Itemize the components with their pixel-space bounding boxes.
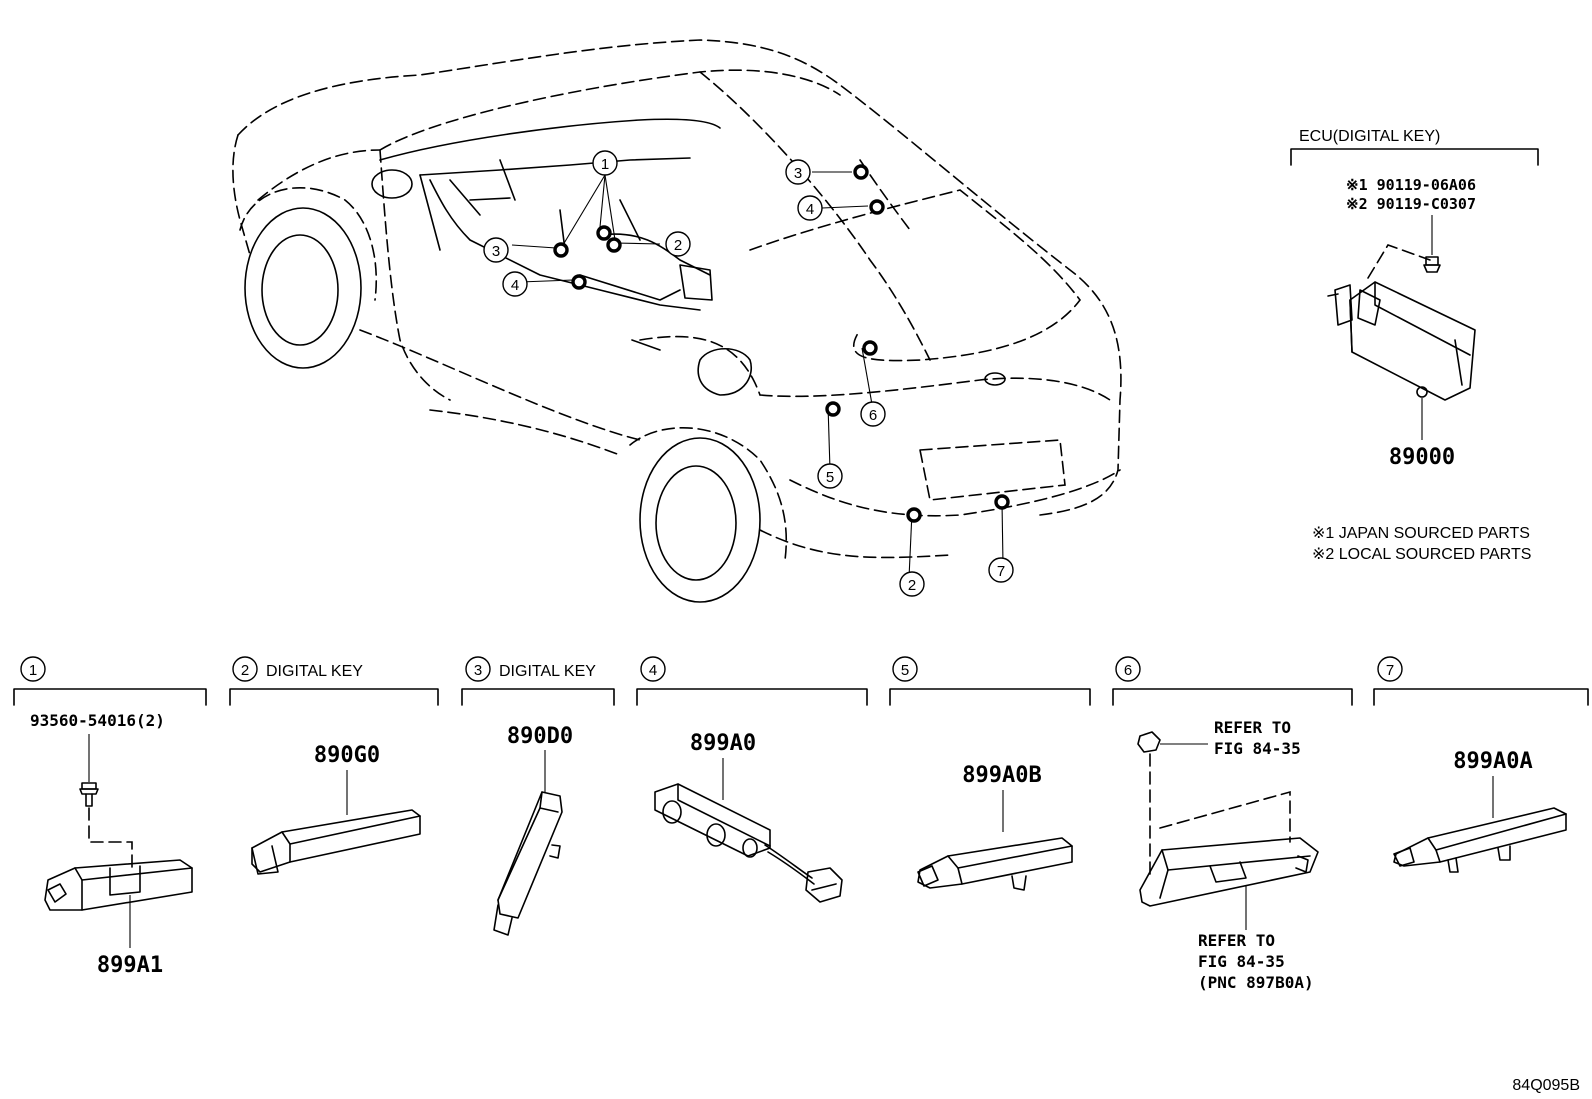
car-sensor-locations xyxy=(553,164,1010,523)
ecu-bolt-1: ※1 90119-06A06 xyxy=(1346,176,1476,194)
callout-3-label: 3 xyxy=(492,243,500,260)
section-7-header: 7 xyxy=(1373,656,1589,706)
bolt-icon xyxy=(79,782,99,807)
section-1-part-number: 899A1 xyxy=(97,953,163,978)
section-3-part-number: 890D0 xyxy=(507,724,573,749)
ecu-header: ECU(DIGITAL KEY) xyxy=(1299,128,1440,145)
sensor-dot xyxy=(825,401,841,417)
callout-6-label: 6 xyxy=(869,407,877,424)
vehicle-illustration xyxy=(232,39,1122,603)
section-6-header: 6 xyxy=(1112,656,1353,706)
ecu-bracket xyxy=(1290,148,1539,166)
section-7-part: 899A0A xyxy=(1393,749,1567,873)
section-6-number: 6 xyxy=(1124,662,1132,679)
callout-2b: 2 xyxy=(899,571,925,597)
callout-2b-label: 2 xyxy=(908,577,916,594)
bracket-module-icon xyxy=(1139,837,1319,930)
section-2-part-number: 890G0 xyxy=(314,743,380,768)
antenna-sensor-icon xyxy=(1393,807,1567,873)
antenna-sensor-icon xyxy=(44,859,193,948)
sourcing-notes: ※1 JAPAN SOURCED PARTS ※2 LOCAL SOURCED … xyxy=(1312,525,1531,563)
section-3-header: 3 DIGITAL KEY xyxy=(461,656,615,706)
section-2-number: 2 xyxy=(241,662,249,679)
sensor-dot xyxy=(862,340,878,356)
clip-icon xyxy=(1137,731,1208,753)
bolt-icon xyxy=(1423,215,1441,273)
ecu-part-number: 89000 xyxy=(1389,445,1455,470)
figure-id: 84Q095B xyxy=(1512,1077,1580,1094)
section-5-part: 899A0B xyxy=(917,763,1073,891)
callout-4b: 4 xyxy=(797,195,823,221)
sensor-dot xyxy=(553,242,569,258)
section-3-number: 3 xyxy=(474,662,482,679)
car-callouts: 1 2 3 4 3 4 6 5 2 7 xyxy=(483,150,1014,597)
callout-3b: 3 xyxy=(785,159,811,185)
section-5-part-number: 899A0B xyxy=(962,763,1041,788)
callout-7: 7 xyxy=(988,557,1014,583)
callout-5-label: 5 xyxy=(826,469,834,486)
section-2-header: 2 DIGITAL KEY xyxy=(229,656,439,706)
section-6-ref-bottom-2: FIG 84-35 xyxy=(1198,952,1285,971)
ecu-group: ECU(DIGITAL KEY) ※1 90119-06A06 ※2 90119… xyxy=(1290,128,1539,470)
section-2-part: 890G0 xyxy=(251,743,421,875)
callout-3: 3 xyxy=(483,237,509,263)
callout-4b-label: 4 xyxy=(806,201,814,218)
wired-sensor-icon xyxy=(654,783,843,903)
sensor-dot xyxy=(853,164,869,180)
callout-7-label: 7 xyxy=(997,563,1005,580)
ecu-module-icon xyxy=(1327,244,1476,440)
sensor-dot xyxy=(606,237,622,253)
section-7-part-number: 899A0A xyxy=(1453,749,1532,774)
sensor-dot xyxy=(869,199,885,215)
sensor-dot xyxy=(906,507,922,523)
sensor-dot xyxy=(994,494,1010,510)
section-4-part: 899A0 xyxy=(654,731,843,903)
section-6-ref-top-1: REFER TO xyxy=(1214,718,1291,737)
callout-1-label: 1 xyxy=(601,156,609,173)
section-1-number: 1 xyxy=(29,662,37,679)
note-2: ※2 LOCAL SOURCED PARTS xyxy=(1312,546,1531,563)
callout-4: 4 xyxy=(502,271,528,297)
section-4-header: 4 xyxy=(636,656,868,706)
section-3-title: DIGITAL KEY xyxy=(499,663,596,680)
section-4-part-number: 899A0 xyxy=(690,731,756,756)
callout-2: 2 xyxy=(665,231,691,257)
callout-4-label: 4 xyxy=(511,277,519,294)
section-6-part: REFER TO FIG 84-35 REFER TO FIG 84-35 (P… xyxy=(1137,718,1319,992)
antenna-sensor-icon xyxy=(917,837,1073,891)
section-3-part: 890D0 xyxy=(493,724,573,936)
sensor-dot xyxy=(596,225,612,241)
section-5-number: 5 xyxy=(901,662,909,679)
digital-key-sensor-icon xyxy=(493,791,563,936)
section-2-title: DIGITAL KEY xyxy=(266,663,363,680)
callout-2-label: 2 xyxy=(674,237,682,254)
ecu-bolt-2: ※2 90119-C0307 xyxy=(1346,195,1476,213)
section-7-number: 7 xyxy=(1386,662,1394,679)
callout-1: 1 xyxy=(592,150,618,176)
callout-3b-label: 3 xyxy=(794,165,802,182)
section-1-header: 1 xyxy=(13,656,207,706)
section-6-ref-bottom-3: (PNC 897B0A) xyxy=(1198,973,1314,992)
callout-6: 6 xyxy=(860,401,886,427)
sensor-dot xyxy=(571,274,587,290)
digital-key-antenna-icon xyxy=(251,809,421,875)
section-6-ref-top-2: FIG 84-35 xyxy=(1214,739,1301,758)
section-5-header: 5 xyxy=(889,656,1091,706)
section-1-part: 93560-54016(2) 899A1 xyxy=(30,711,193,978)
note-1: ※1 JAPAN SOURCED PARTS xyxy=(1312,525,1530,542)
callout-5: 5 xyxy=(817,463,843,489)
section-6-ref-bottom-1: REFER TO xyxy=(1198,931,1275,950)
car-leader-lines xyxy=(511,171,1004,579)
section-1-bolt-number: 93560-54016(2) xyxy=(30,711,165,730)
section-4-number: 4 xyxy=(649,662,657,679)
